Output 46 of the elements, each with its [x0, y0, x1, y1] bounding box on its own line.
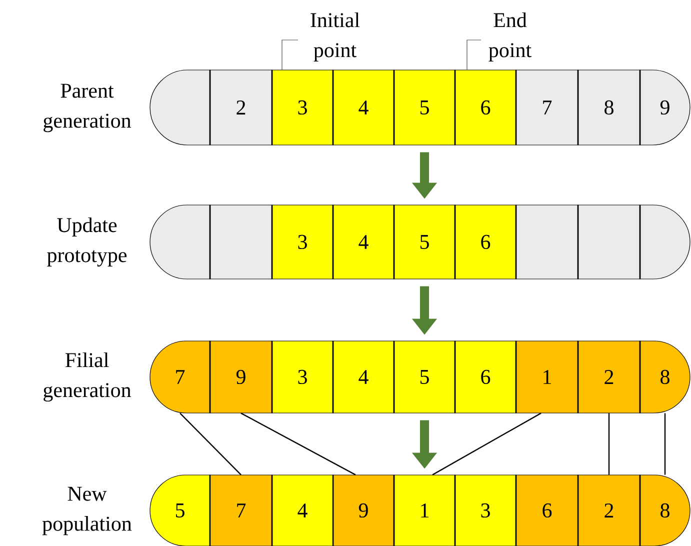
cell: 5 — [394, 204, 456, 280]
cell: 2 — [578, 340, 640, 414]
empty-cell — [150, 70, 210, 146]
cell: 9 — [210, 340, 272, 414]
cell: 6 — [454, 340, 516, 414]
cell: 6 — [454, 70, 516, 146]
connector-line — [180, 412, 242, 476]
cell: 1 — [394, 474, 456, 546]
connector-line — [664, 413, 666, 475]
cell: 5 — [394, 340, 456, 414]
row-label: Update prototype — [47, 217, 127, 267]
cell: 7 — [210, 474, 272, 546]
point-label: Initial point — [310, 12, 360, 62]
cell: 8 — [578, 70, 640, 146]
cell: 5 — [150, 474, 210, 546]
cell: 7 — [516, 70, 578, 146]
empty-cell — [516, 204, 578, 280]
cell: 3 — [454, 474, 516, 546]
cell: 3 — [272, 204, 334, 280]
cell: 9 — [640, 70, 690, 146]
row-label: Parent generation — [44, 84, 132, 132]
empty-cell — [640, 204, 690, 280]
connector-line — [240, 412, 356, 476]
cell: 2 — [578, 474, 640, 546]
cell: 4 — [332, 204, 394, 280]
cell: 8 — [640, 474, 690, 546]
cell: 5 — [394, 70, 456, 146]
cell: 4 — [272, 474, 334, 546]
cell: 3 — [272, 340, 334, 414]
cell: 1 — [516, 340, 578, 414]
cell: 4 — [332, 340, 394, 414]
cell: 8 — [640, 340, 690, 414]
cell: 9 — [332, 474, 394, 546]
point-label: End point — [488, 12, 532, 62]
cell: 2 — [210, 70, 272, 146]
cell: 6 — [454, 204, 516, 280]
cell: 6 — [516, 474, 578, 546]
cell: 3 — [272, 70, 334, 146]
empty-cell — [210, 204, 272, 280]
connector-line — [608, 413, 610, 475]
cell: 4 — [332, 70, 394, 146]
empty-cell — [150, 204, 210, 280]
connector-line — [432, 412, 542, 476]
empty-cell — [578, 204, 640, 280]
row-label: Filial generation — [44, 352, 132, 402]
cell: 7 — [150, 340, 210, 414]
